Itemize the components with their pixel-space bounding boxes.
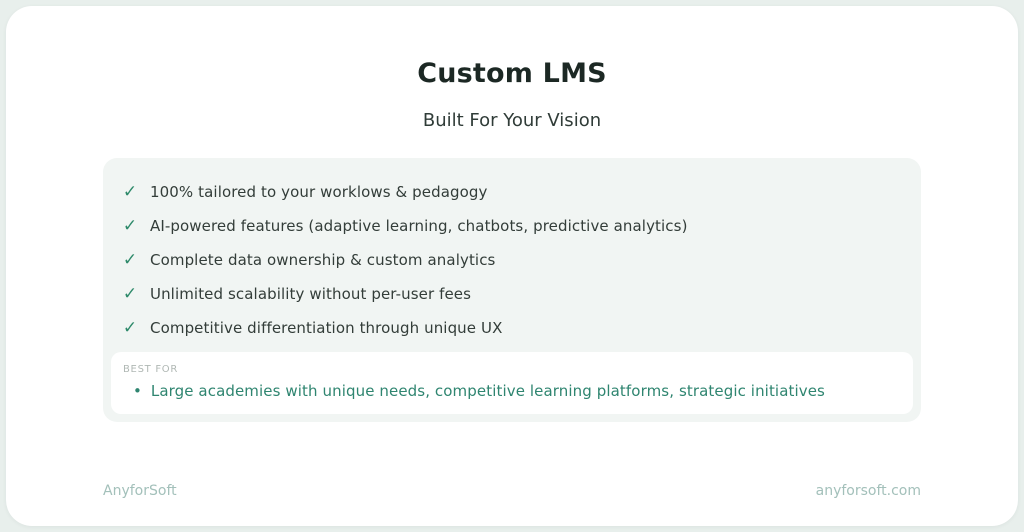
list-item: ✓ 100% tailored to your worklows & pedag… — [121, 175, 913, 209]
best-for-label: BEST FOR — [123, 364, 178, 375]
list-item: ✓ AI-powered features (adaptive learning… — [121, 209, 913, 243]
feature-text: Competitive differentiation through uniq… — [150, 319, 503, 337]
check-icon: ✓ — [122, 215, 138, 236]
check-icon: ✓ — [122, 317, 138, 338]
check-icon: ✓ — [122, 181, 138, 202]
list-item: ✓ Competitive differentiation through un… — [121, 311, 913, 345]
best-for-text: Large academies with unique needs, compe… — [150, 382, 825, 400]
brand-name: AnyforSoft — [103, 483, 177, 499]
page-title: Custom LMS — [417, 58, 607, 89]
check-icon: ✓ — [122, 249, 138, 270]
features-list: ✓ 100% tailored to your worklows & pedag… — [111, 175, 913, 345]
list-item: ✓ Unlimited scalability without per-user… — [121, 277, 913, 311]
feature-text: Unlimited scalability without per-user f… — [150, 285, 472, 303]
list-item: ✓ Complete data ownership & custom analy… — [121, 243, 913, 277]
features-panel: ✓ 100% tailored to your worklows & pedag… — [103, 158, 921, 422]
feature-text: Complete data ownership & custom analyti… — [150, 251, 496, 269]
best-for-line: • Large academies with unique needs, com… — [123, 382, 901, 400]
best-for-callout: BEST FOR • Large academies with unique n… — [111, 352, 913, 414]
feature-text: AI-powered features (adaptive learning, … — [150, 217, 688, 235]
card-header: Custom LMS Built For Your Vision — [6, 6, 1018, 131]
feature-text: 100% tailored to your worklows & pedagog… — [150, 183, 488, 201]
check-icon: ✓ — [122, 283, 138, 304]
bullet-icon: • — [133, 382, 142, 400]
page-subtitle: Built For Your Vision — [422, 110, 602, 131]
feature-card: Custom LMS Built For Your Vision ✓ 100% … — [6, 6, 1018, 526]
card-footer: AnyforSoft anyforsoft.com — [6, 483, 1018, 526]
website-link[interactable]: anyforsoft.com — [815, 483, 921, 499]
